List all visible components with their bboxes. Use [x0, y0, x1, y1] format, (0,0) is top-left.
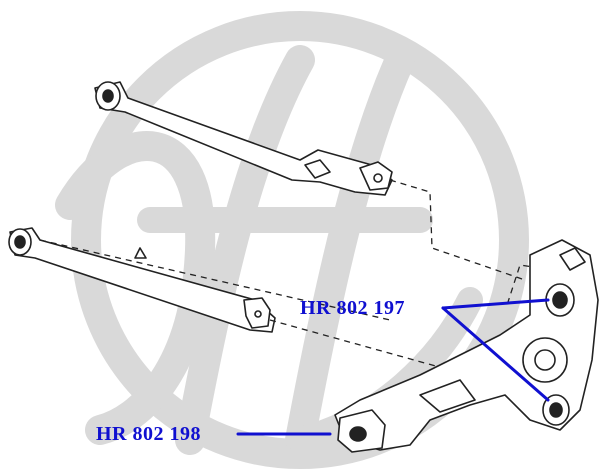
lower-link-arm	[8, 227, 276, 333]
part-number-label-upper: HR 802 197	[300, 297, 405, 319]
upper-link-arm	[94, 81, 393, 196]
hl-logo-watermark-icon	[55, 11, 529, 469]
leader-197-to-lower-bushing	[441, 306, 550, 402]
leader-197-to-upper-bushing	[441, 298, 550, 310]
part-number-label-lower: HR 802 198	[96, 423, 201, 445]
knuckle-assembly	[334, 239, 599, 453]
assembly-guide-lines	[39, 179, 541, 371]
callout-leaders	[236, 298, 550, 436]
